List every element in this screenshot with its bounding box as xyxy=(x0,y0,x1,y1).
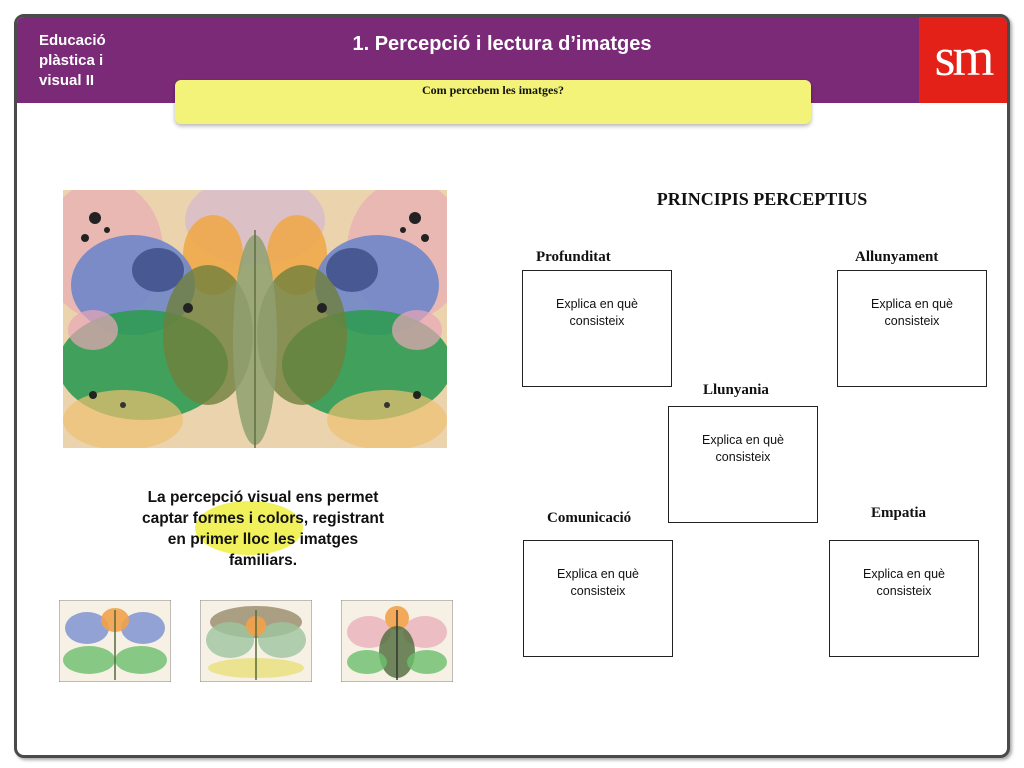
inkblot-image xyxy=(63,190,447,448)
caption-text: La percepció visual ens permet captar fo… xyxy=(141,489,385,569)
thumbnail-2 xyxy=(200,600,312,682)
box-profunditat-text: Explica en què consisteix xyxy=(555,297,638,328)
slide-frame: Educació plàstica i visual II 1. Percepc… xyxy=(14,14,1010,758)
label-allunyament: Allunyament xyxy=(855,249,939,265)
subtitle: Com percebem les imatges? xyxy=(421,83,565,97)
thumbnail-1 xyxy=(59,600,171,682)
label-llunyania: Llunyania xyxy=(703,382,769,398)
box-profunditat[interactable]: Explica en què consisteix xyxy=(522,270,672,387)
box-llunyania[interactable]: Explica en què consisteix xyxy=(668,406,818,523)
caption-block: La percepció visual ens permet captar fo… xyxy=(132,487,394,571)
publisher-logo: sm xyxy=(919,17,1007,103)
thumbnail-3 xyxy=(341,600,453,682)
label-comunicacio: Comunicació xyxy=(547,510,632,526)
box-llunyania-text: Explica en què consisteix xyxy=(701,433,784,464)
subject-line-2: plàstica i xyxy=(39,52,104,69)
box-allunyament[interactable]: Explica en què consisteix xyxy=(837,270,987,387)
caption-highlight xyxy=(195,501,303,555)
box-comunicacio[interactable]: Explica en què consisteix xyxy=(523,540,673,657)
box-allunyament-text: Explica en què consisteix xyxy=(870,297,953,328)
label-profunditat: Profunditat xyxy=(536,249,611,265)
subject-name: Educació plàstica i visual II xyxy=(39,31,159,91)
page-title: 1. Percepció i lectura d’imatges xyxy=(352,33,652,55)
box-empatia-text: Explica en què consisteix xyxy=(862,567,945,598)
subject-line-3: visual II xyxy=(39,72,95,89)
box-empatia[interactable]: Explica en què consisteix xyxy=(829,540,979,657)
label-empatia: Empatia xyxy=(871,505,927,521)
subtitle-bar: Com percebem les imatges? xyxy=(175,80,811,124)
subject-line-1: Educació xyxy=(39,32,106,49)
box-comunicacio-text: Explica en què consisteix xyxy=(556,567,639,598)
principles-title: PRINCIPIS PERCEPTIUS xyxy=(656,189,868,209)
logo-text: sm xyxy=(934,27,994,87)
